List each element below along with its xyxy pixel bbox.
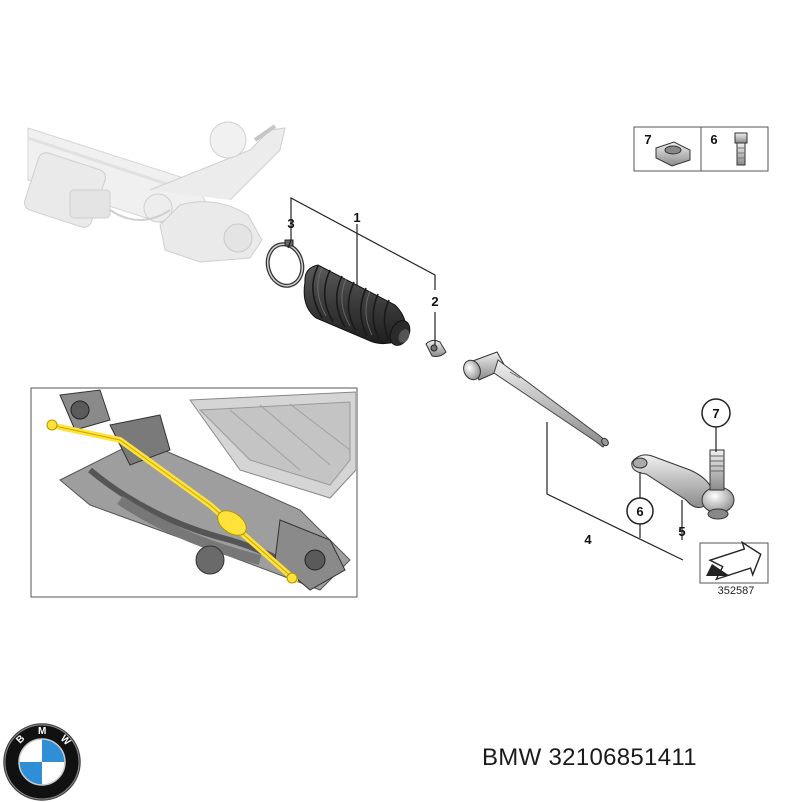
callout-6-circle: 6 xyxy=(626,497,654,525)
svg-text:6: 6 xyxy=(636,504,643,519)
callout-3: 3 xyxy=(287,216,294,231)
vehicle-overview xyxy=(30,387,358,598)
bmw-logo-icon: B M W xyxy=(3,723,81,801)
callout-1: 1 xyxy=(353,210,360,225)
nut-icon xyxy=(655,141,691,167)
callout-lines xyxy=(287,196,717,561)
direction-arrow-box xyxy=(699,540,769,584)
callout-2: 2 xyxy=(431,294,438,309)
tie-rod xyxy=(463,351,609,448)
callout-7-circle: 7 xyxy=(701,398,731,428)
highlight-steering-rack xyxy=(46,419,298,584)
svg-text:M: M xyxy=(38,726,46,737)
callout-7-box: 7 xyxy=(644,132,651,147)
tie-rod-end xyxy=(631,449,735,520)
bellows-boot xyxy=(303,264,411,346)
fastener-box: 7 6 xyxy=(633,126,769,172)
steering-rack xyxy=(24,121,286,263)
hose-clamp xyxy=(265,239,305,288)
clip xyxy=(425,339,447,357)
diagram-reference-number: 352587 xyxy=(718,585,755,597)
bolt-icon xyxy=(734,132,748,166)
part-number-caption: BMW 32106851411 xyxy=(482,744,697,771)
callout-4: 4 xyxy=(584,532,592,547)
svg-text:7: 7 xyxy=(712,406,719,421)
callout-6-box: 6 xyxy=(710,132,717,147)
callout-5: 5 xyxy=(678,524,685,539)
